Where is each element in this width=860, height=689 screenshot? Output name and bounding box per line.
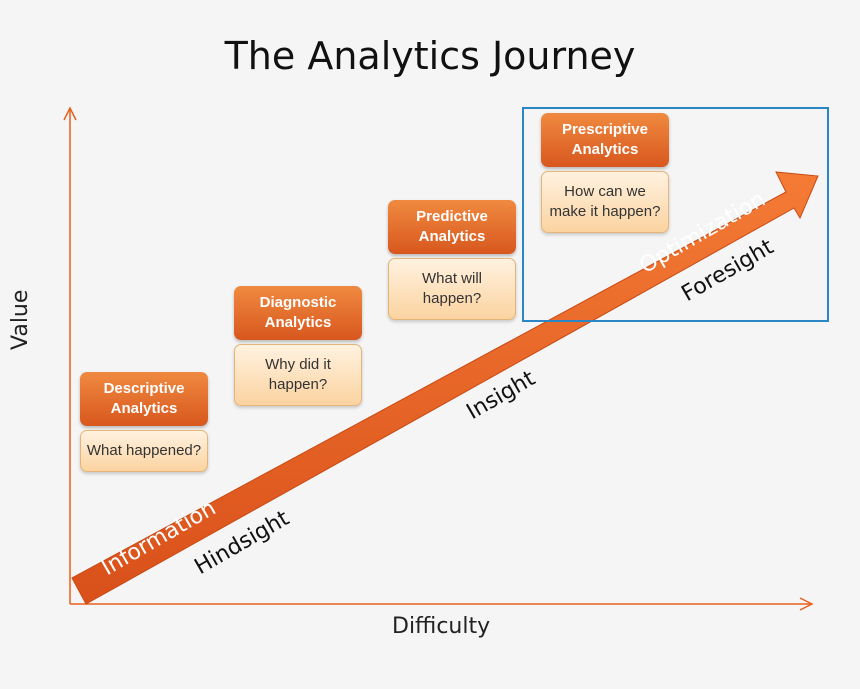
card-question: What happened? — [80, 430, 208, 472]
x-axis-label: Difficulty — [392, 614, 491, 639]
optimization-highlight-box — [522, 107, 829, 322]
x-axis-arrowhead — [799, 597, 814, 611]
card-descriptive: Descriptive Analytics What happened? — [80, 372, 208, 472]
card-question: How can we make it happen? — [541, 171, 669, 233]
card-heading: Predictive Analytics — [388, 200, 516, 254]
y-axis-label: Value — [8, 289, 33, 350]
card-diagnostic: Diagnostic Analytics Why did it happen? — [234, 286, 362, 406]
card-heading: Prescriptive Analytics — [541, 113, 669, 167]
card-question: Why did it happen? — [234, 344, 362, 406]
journey-arrow — [71, 171, 819, 605]
card-heading: Descriptive Analytics — [80, 372, 208, 426]
card-prescriptive: Prescriptive Analytics How can we make i… — [541, 113, 669, 233]
page-title: The Analytics Journey — [224, 34, 636, 78]
card-question: What will happen? — [388, 258, 516, 320]
y-axis-arrowhead — [63, 106, 77, 121]
card-predictive: Predictive Analytics What will happen? — [388, 200, 516, 320]
card-heading: Diagnostic Analytics — [234, 286, 362, 340]
